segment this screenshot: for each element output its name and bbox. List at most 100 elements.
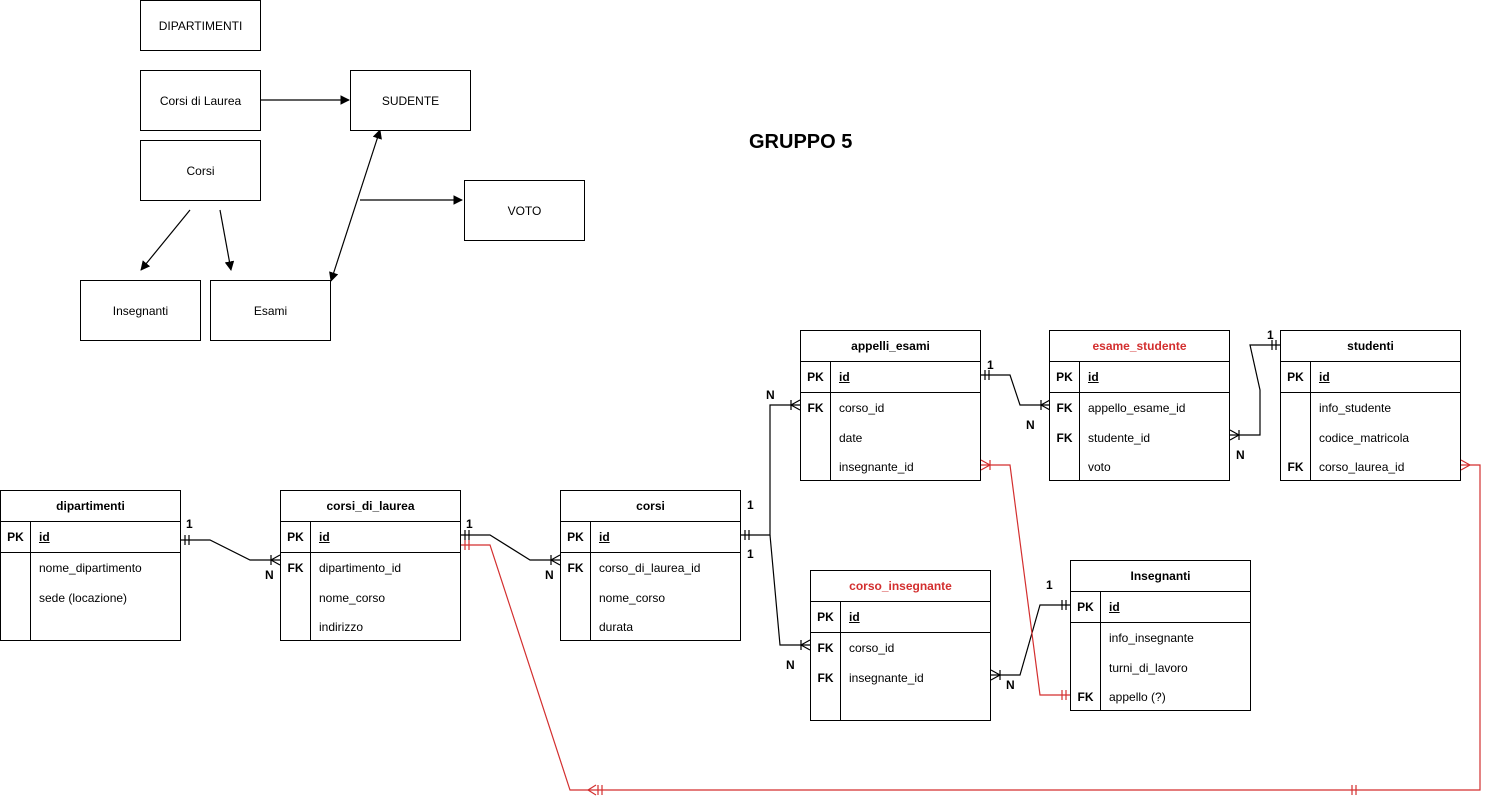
rel-corsi-appelli	[741, 404, 800, 536]
concept-box-voto[interactable]: VOTO	[464, 180, 585, 241]
rel-corsoinsegnante-insegnanti	[991, 604, 1070, 676]
field-name: id	[849, 610, 860, 624]
table-row: nome_corso	[561, 583, 740, 612]
table-header: appelli_esami	[801, 331, 980, 362]
field-name: id	[39, 530, 50, 544]
arrow-corsi-esami	[219, 209, 235, 271]
cardinality-one: 1	[1267, 328, 1274, 342]
cardinality-many: N	[1006, 678, 1015, 692]
field-name: studente_id	[1088, 430, 1151, 445]
field-name: id	[319, 530, 330, 544]
field-name: id	[1088, 370, 1099, 384]
table-row: voto	[1050, 452, 1229, 481]
field-name: id	[1109, 600, 1120, 614]
field-name: info_studente	[1319, 401, 1392, 415]
table-row: info_insegnante	[1071, 623, 1250, 653]
table-header: dipartimenti	[1, 491, 180, 522]
concept-box-dipartimenti[interactable]: DIPARTIMENTI	[140, 0, 261, 51]
rel-dipartimenti-corsilaurea	[181, 539, 280, 561]
table-row	[811, 692, 990, 721]
arrow-corsi-insegnanti	[140, 209, 191, 271]
table-header: studenti	[1281, 331, 1460, 362]
field-name: id	[1319, 370, 1330, 384]
table-row: nome_corso	[281, 583, 460, 612]
table-row: insegnante_id	[801, 452, 980, 481]
field-name: corso_di_laurea_id	[599, 561, 701, 575]
field-name: dipartimento_id	[319, 561, 402, 575]
rel-studenti-esamestudente	[1230, 344, 1280, 436]
table-header: Insegnanti	[1071, 561, 1250, 592]
cardinality-one: 1	[747, 498, 754, 512]
field-name: corso_id	[849, 641, 895, 655]
rel-corsi-corsoinsegnante	[769, 534, 810, 646]
cardinality-many: N	[545, 568, 554, 582]
field-name: appello_esame_id	[1088, 401, 1186, 415]
table-row: turni_di_lavoro	[1071, 653, 1250, 682]
cardinality-one: 1	[1046, 578, 1053, 592]
field-name: indirizzo	[319, 619, 364, 634]
field-name: date	[839, 430, 863, 445]
concept-box-insegnanti[interactable]: Insegnanti	[80, 280, 201, 341]
concept-box-corsi[interactable]: Corsi	[140, 140, 261, 201]
concept-box-corsi-laurea[interactable]: Corsi di Laurea	[140, 70, 261, 131]
rel-red-appelli-insegnanti	[981, 464, 1070, 696]
field-name: sede (locazione)	[39, 590, 128, 605]
table-row: indirizzo	[281, 612, 460, 641]
rel-red-corsilaurea-studenti	[461, 464, 1481, 791]
field-name: nome_corso	[319, 590, 386, 605]
rel-appelli-esamestudente	[981, 374, 1050, 406]
field-name: durata	[599, 619, 634, 634]
field-name: id	[599, 530, 610, 544]
field-name: corso_id	[839, 401, 885, 415]
cardinality-many: N	[786, 658, 795, 672]
cardinality-one: 1	[987, 358, 994, 372]
cardinality-one: 1	[186, 517, 193, 531]
concept-box-studente[interactable]: SUDENTE	[350, 70, 471, 131]
table-row: codice_matricola	[1281, 423, 1460, 452]
table-header: esame_studente	[1050, 331, 1229, 362]
field-name: codice_matricola	[1319, 430, 1410, 445]
table-row: sede (locazione)	[1, 583, 180, 612]
table-row: nome_dipartimento	[1, 553, 180, 583]
diagram-title: GRUPPO 5	[749, 131, 853, 153]
cardinality-one: 1	[747, 547, 754, 561]
cardinality-many: N	[766, 388, 775, 402]
table-row: info_studente	[1281, 393, 1460, 423]
rel-corsilaurea-corsi	[461, 534, 560, 561]
cardinality-one: 1	[466, 517, 473, 531]
field-name: appello (?)	[1109, 689, 1166, 704]
arrow-esami-studente	[329, 129, 382, 282]
field-name: corso_laurea_id	[1319, 459, 1405, 474]
concept-box-esami[interactable]: Esami	[210, 280, 331, 341]
table-row	[1, 612, 180, 641]
cardinality-many: N	[1236, 448, 1245, 462]
table-header: corsi	[561, 491, 740, 522]
field-name: id	[839, 370, 850, 384]
field-name: insegnante_id	[839, 459, 914, 474]
cardinality-many: N	[1026, 418, 1035, 432]
table-header: corsi_di_laurea	[281, 491, 460, 522]
